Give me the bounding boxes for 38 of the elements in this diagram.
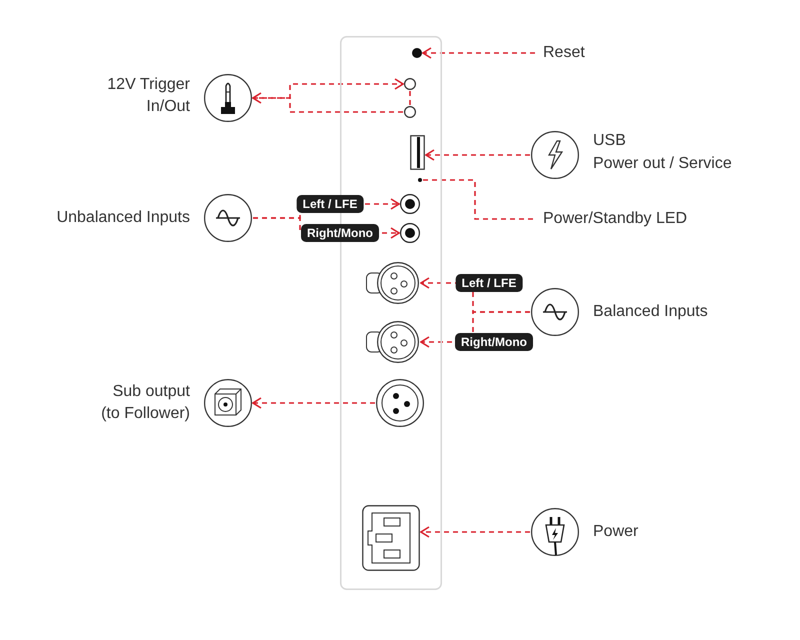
arrow: [252, 397, 375, 409]
connector-label: Unbalanced Inputs: [56, 208, 190, 228]
edge-label: Left / LFE: [296, 195, 364, 213]
power-plug-icon: [531, 508, 579, 556]
edge-label: Left / LFE: [456, 274, 522, 292]
sine-wave-icon: [531, 288, 579, 336]
leader-line: [423, 179, 535, 220]
connector-label: USB: [593, 131, 627, 151]
lightning-icon: [531, 131, 579, 179]
callout-text: Power/Standby LED: [543, 208, 688, 230]
xlr-jack: [366, 320, 420, 364]
power-socket: [362, 505, 420, 571]
edge-label: Right/Mono: [455, 333, 533, 351]
arrow: [253, 78, 404, 99]
usb-port: [410, 135, 425, 170]
leader-line: [409, 91, 411, 105]
xlr-output-jack: [376, 379, 424, 427]
arrow: [425, 149, 530, 161]
xlr-jack: [366, 261, 420, 305]
trigger-jack: [404, 106, 416, 118]
rca-jack: [400, 194, 420, 214]
audio-plug-icon: [204, 74, 252, 122]
reset-hole: [412, 48, 422, 58]
sine-wave-icon: [204, 194, 252, 242]
trigger-jack: [404, 78, 416, 90]
connector-label: Power: [593, 522, 640, 542]
connector-label: 12V Trigger In/Out: [106, 75, 190, 117]
connector-label: Sub output (to Follower): [100, 382, 190, 424]
arrow: [252, 92, 403, 113]
arrow: [420, 526, 530, 538]
edge-label: Right/Mono: [301, 224, 379, 242]
connector-label: Power out / Service: [593, 154, 733, 174]
arrow: [422, 47, 535, 59]
speaker-icon: [204, 379, 252, 427]
callout-text: Reset: [543, 42, 585, 64]
status-led: [418, 178, 422, 182]
rca-jack: [400, 223, 420, 243]
connector-label: Balanced Inputs: [593, 302, 709, 322]
